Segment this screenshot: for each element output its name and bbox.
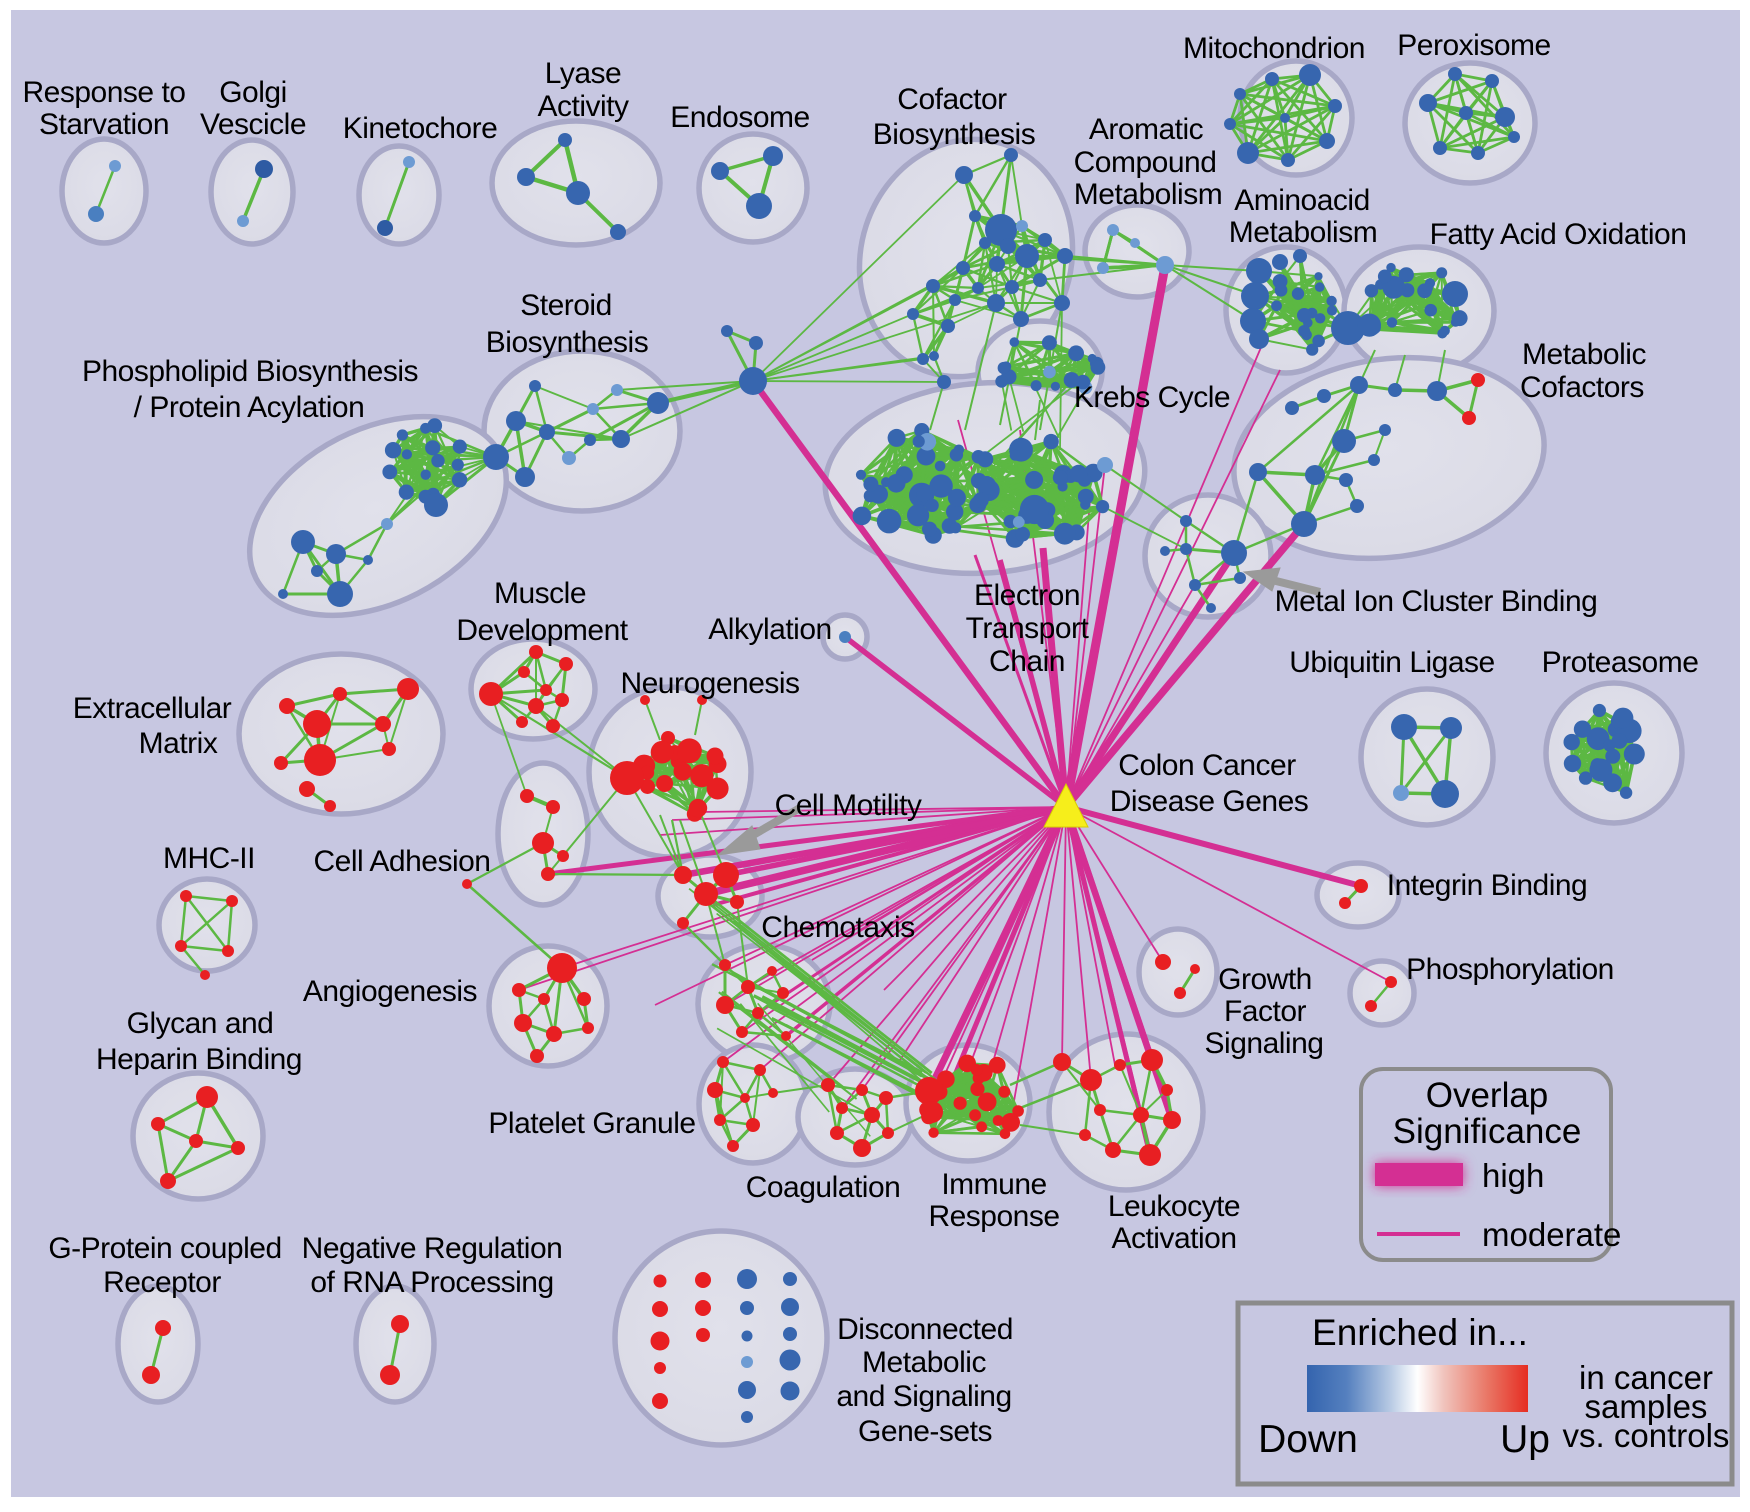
- svg-text:Lyase: Lyase: [545, 57, 621, 90]
- svg-text:high: high: [1482, 1157, 1544, 1194]
- svg-text:Up: Up: [1500, 1418, 1550, 1461]
- svg-text:Electron: Electron: [974, 579, 1080, 612]
- svg-text:Phospholipid Biosynthesis: Phospholipid Biosynthesis: [82, 355, 418, 388]
- svg-text:Biosynthesis: Biosynthesis: [873, 118, 1035, 151]
- svg-text:Phosphorylation: Phosphorylation: [1406, 953, 1614, 986]
- svg-text:Growth: Growth: [1218, 963, 1312, 996]
- svg-text:Disconnected: Disconnected: [837, 1313, 1013, 1346]
- svg-text:Cofactors: Cofactors: [1520, 371, 1644, 404]
- svg-text:Negative Regulation: Negative Regulation: [302, 1232, 563, 1265]
- svg-text:Integrin Binding: Integrin Binding: [1387, 869, 1587, 902]
- svg-text:of RNA Processing: of RNA Processing: [310, 1266, 553, 1299]
- svg-text:Mitochondrion: Mitochondrion: [1183, 32, 1365, 65]
- svg-text:Vescicle: Vescicle: [200, 108, 306, 141]
- svg-text:Aromatic: Aromatic: [1089, 113, 1204, 146]
- svg-text:Proteasome: Proteasome: [1542, 646, 1699, 679]
- svg-text:Compound: Compound: [1074, 146, 1217, 179]
- svg-text:Neurogenesis: Neurogenesis: [620, 667, 799, 700]
- svg-text:Gene-sets: Gene-sets: [858, 1415, 992, 1448]
- svg-text:Golgi: Golgi: [219, 76, 287, 109]
- svg-text:Down: Down: [1258, 1418, 1358, 1461]
- svg-text:Steroid: Steroid: [520, 289, 612, 322]
- svg-text:Colon Cancer: Colon Cancer: [1118, 749, 1296, 782]
- svg-text:MHC-II: MHC-II: [163, 842, 255, 875]
- svg-text:Response to: Response to: [23, 76, 186, 109]
- svg-text:Significance: Significance: [1393, 1112, 1582, 1151]
- svg-text:Response: Response: [928, 1200, 1059, 1233]
- svg-text:G-Protein coupled: G-Protein coupled: [48, 1232, 281, 1265]
- svg-text:Biosynthesis: Biosynthesis: [486, 326, 648, 359]
- svg-text:Kinetochore: Kinetochore: [343, 112, 498, 145]
- svg-text:Endosome: Endosome: [670, 101, 809, 134]
- svg-text:Ubiquitin Ligase: Ubiquitin Ligase: [1289, 646, 1494, 679]
- svg-text:Alkylation: Alkylation: [708, 613, 831, 646]
- svg-text:Metal Ion Cluster Binding: Metal Ion Cluster Binding: [1275, 585, 1598, 618]
- svg-text:Receptor: Receptor: [103, 1266, 221, 1299]
- svg-text:Cofactor: Cofactor: [897, 83, 1007, 116]
- svg-text:Metabolism: Metabolism: [1074, 178, 1222, 211]
- svg-text:Cell Adhesion: Cell Adhesion: [314, 845, 491, 878]
- svg-text:and Signaling: and Signaling: [836, 1380, 1011, 1413]
- svg-text:Glycan and: Glycan and: [127, 1007, 274, 1040]
- svg-text:Krebs Cycle: Krebs Cycle: [1074, 381, 1230, 414]
- svg-text:Fatty Acid Oxidation: Fatty Acid Oxidation: [1430, 218, 1687, 251]
- svg-text:Activity: Activity: [537, 90, 629, 123]
- svg-text:moderate: moderate: [1482, 1216, 1621, 1253]
- svg-text:Development: Development: [456, 614, 628, 647]
- svg-text:Extracellular: Extracellular: [73, 692, 232, 725]
- svg-text:Factor: Factor: [1224, 995, 1307, 1028]
- svg-text:Disease Genes: Disease Genes: [1110, 785, 1309, 818]
- svg-text:Matrix: Matrix: [139, 727, 218, 760]
- svg-text:Coagulation: Coagulation: [746, 1171, 901, 1204]
- svg-text:Angiogenesis: Angiogenesis: [303, 975, 477, 1008]
- svg-text:Peroxisome: Peroxisome: [1397, 29, 1550, 62]
- svg-text:Enriched in...: Enriched in...: [1312, 1312, 1528, 1353]
- svg-text:Leukocyte: Leukocyte: [1108, 1190, 1240, 1223]
- svg-text:/ Protein Acylation: / Protein Acylation: [134, 391, 365, 424]
- svg-text:Immune: Immune: [941, 1168, 1046, 1201]
- svg-text:Overlap: Overlap: [1426, 1076, 1549, 1115]
- svg-text:vs. controls: vs. controls: [1563, 1417, 1730, 1454]
- svg-text:Metabolism: Metabolism: [1229, 216, 1377, 249]
- svg-text:Platelet Granule: Platelet Granule: [488, 1107, 695, 1140]
- svg-text:Chain: Chain: [989, 645, 1065, 678]
- svg-text:Activation: Activation: [1111, 1222, 1236, 1255]
- svg-text:Aminoacid: Aminoacid: [1234, 184, 1370, 217]
- svg-text:Starvation: Starvation: [39, 108, 169, 141]
- svg-text:Metabolic: Metabolic: [862, 1346, 986, 1379]
- svg-text:Heparin Binding: Heparin Binding: [96, 1043, 302, 1076]
- svg-text:Transport: Transport: [966, 612, 1090, 645]
- svg-text:Signaling: Signaling: [1205, 1027, 1324, 1060]
- svg-text:Chemotaxis: Chemotaxis: [761, 911, 914, 944]
- svg-text:Metabolic: Metabolic: [1522, 338, 1646, 371]
- svg-text:Muscle: Muscle: [494, 577, 586, 610]
- svg-text:Cell Motility: Cell Motility: [775, 789, 922, 822]
